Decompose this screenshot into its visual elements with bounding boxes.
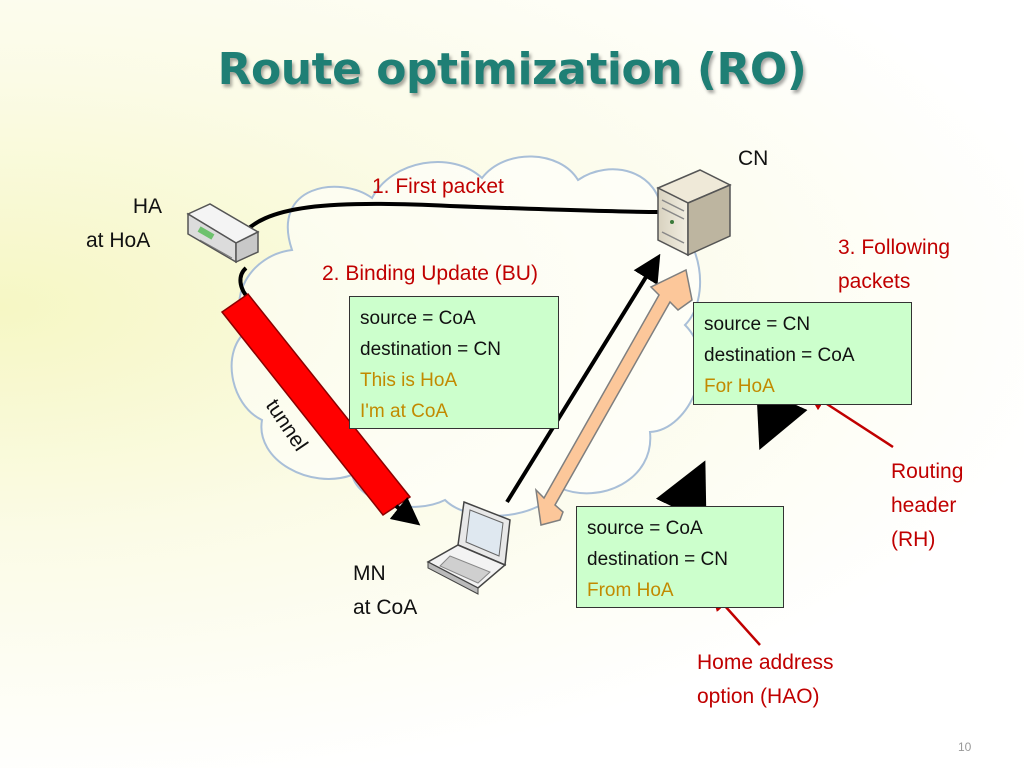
mn-to-cn-packet-box: source = CoA destination = CN From HoA	[576, 506, 784, 608]
tunnel-bar	[220, 292, 412, 517]
cn-packet-note: For HoA	[704, 376, 775, 397]
ha-address-label: at HoA	[86, 229, 151, 252]
tunnel-arrow	[389, 497, 421, 526]
laptop-icon	[426, 500, 511, 595]
slide-title: Route optimization (RO)	[217, 44, 807, 95]
cn-to-mn-arrow	[756, 387, 808, 450]
hao-annotation-line1: Home address	[697, 651, 834, 674]
rh-annotation-line1: Routing	[891, 460, 964, 483]
ha-cn-link	[238, 201, 661, 240]
mn-to-cn-arrow	[655, 460, 707, 523]
ha-label: HA	[132, 195, 162, 218]
server-icon	[656, 169, 732, 257]
mn-label: MN	[353, 562, 386, 585]
step-following-line1: 3. Following	[838, 236, 951, 259]
binding-update-packet-box: source = CoA destination = CN This is Ho…	[349, 296, 559, 429]
mn-packet-source: source = CoA	[587, 518, 703, 539]
router-icon	[186, 203, 260, 264]
bu-destination: destination = CN	[360, 339, 501, 360]
rh-annotation-line2: header	[891, 494, 957, 517]
mn-packet-destination: destination = CN	[587, 549, 728, 570]
binding-update-arrow	[505, 253, 661, 504]
cn-packet-destination: destination = CoA	[704, 345, 855, 366]
mn-packet-note: From HoA	[587, 580, 674, 601]
cn-packet-source: source = CN	[704, 314, 811, 335]
rh-annotation-line3: (RH)	[891, 528, 936, 551]
hao-annotation-line2: option (HAO)	[697, 685, 820, 708]
cn-to-mn-packet-box: source = CN destination = CoA For HoA	[693, 302, 912, 405]
bu-hoa-note: This is HoA	[360, 370, 458, 391]
cn-mn-double-arrow	[534, 268, 693, 526]
bu-source: source = CoA	[360, 308, 476, 329]
page-number: 10	[958, 740, 972, 754]
step-following-line2: packets	[838, 270, 911, 293]
bu-coa-note: I'm at CoA	[360, 401, 449, 422]
cn-label: CN	[738, 147, 769, 170]
step-first-packet: 1. First packet	[372, 175, 504, 198]
step-binding-update: 2. Binding Update (BU)	[322, 262, 538, 285]
mn-address-label: at CoA	[353, 596, 418, 619]
